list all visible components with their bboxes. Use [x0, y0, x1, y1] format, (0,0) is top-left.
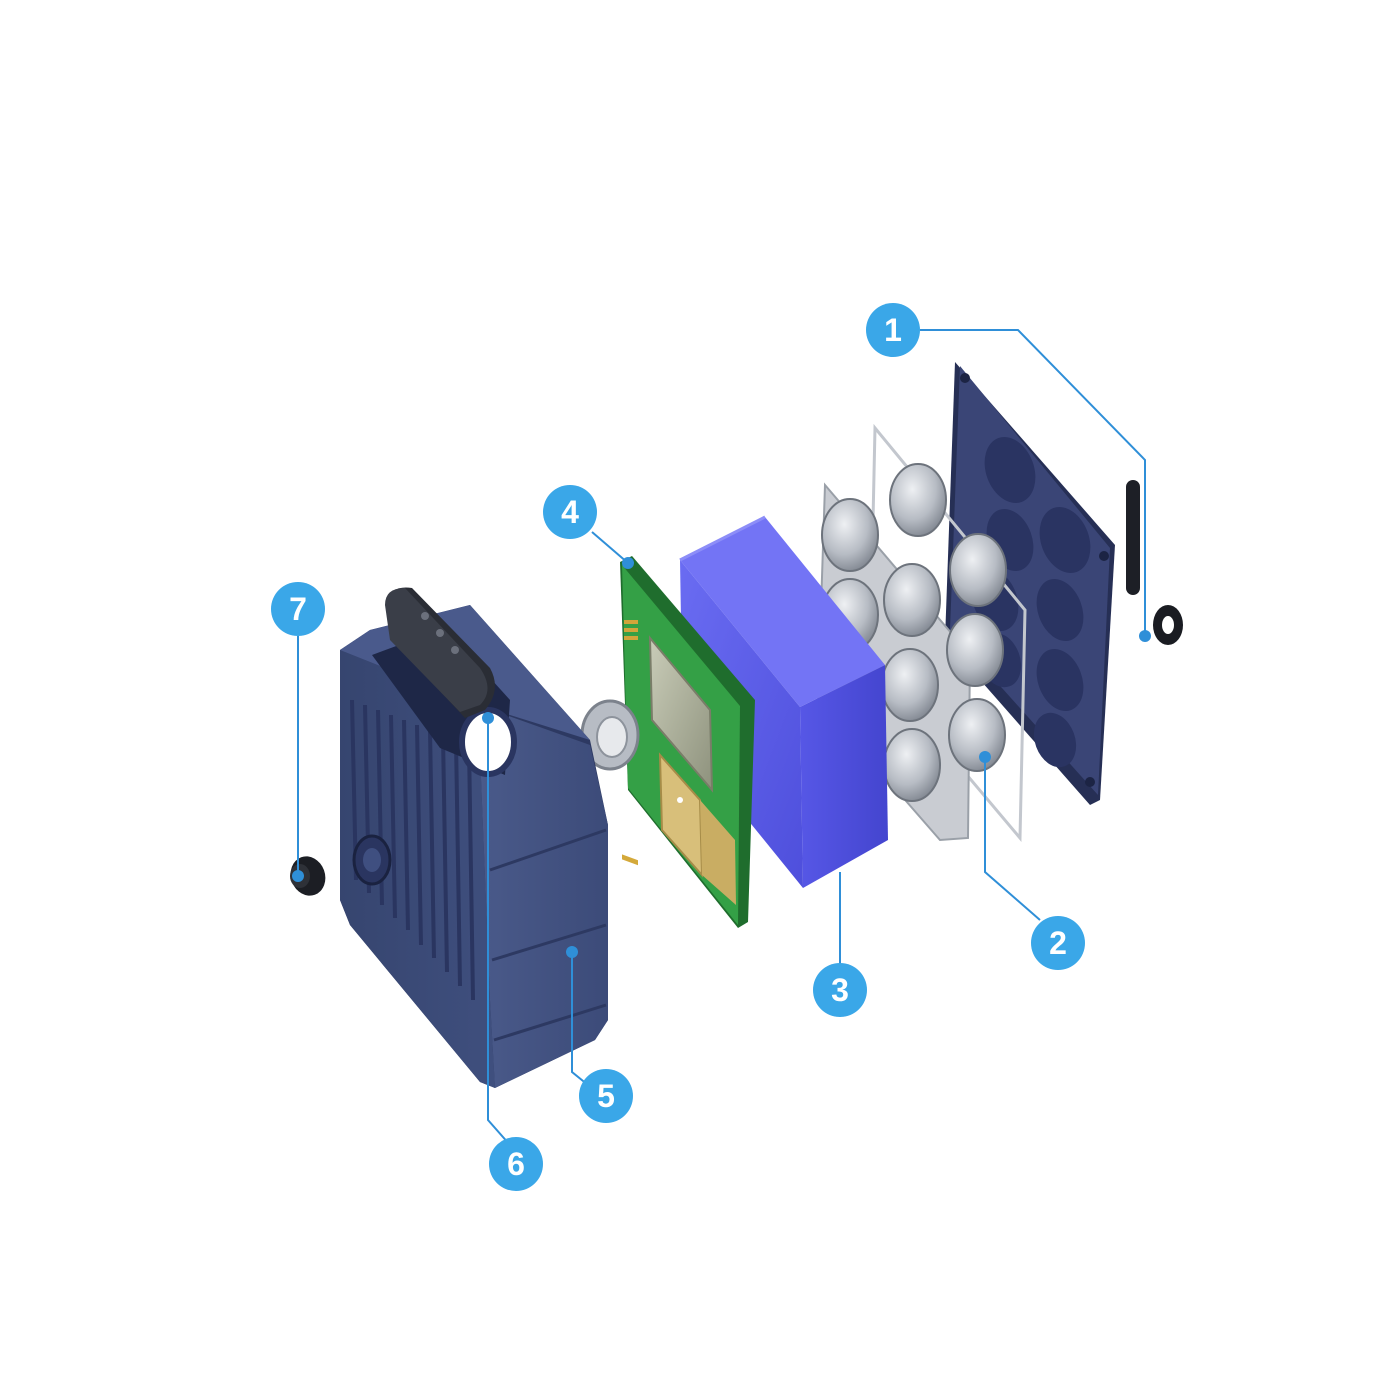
leader-line-5	[571, 952, 589, 1086]
svg-text:4: 4	[561, 494, 579, 530]
pcb-board	[620, 556, 755, 928]
svg-text:3: 3	[831, 972, 849, 1008]
svg-text:1: 1	[884, 312, 902, 348]
svg-text:2: 2	[1049, 925, 1067, 961]
rubber-seal-strip	[1126, 480, 1140, 595]
callout-6: 6	[489, 1137, 543, 1191]
callout-4: 4	[543, 485, 597, 539]
leader-line-6	[487, 718, 511, 1146]
svg-text:5: 5	[597, 1078, 615, 1114]
callout-2: 2	[1031, 916, 1085, 970]
leader-dots	[292, 557, 1151, 958]
svg-text:6: 6	[507, 1146, 525, 1182]
svg-text:7: 7	[289, 591, 307, 627]
rubber-cap	[385, 587, 495, 718]
leader-line-2	[984, 757, 1041, 921]
callout-3: 3	[813, 963, 867, 1017]
washer-ring	[1153, 605, 1183, 645]
callout-5: 5	[579, 1069, 633, 1123]
usb-port-ring	[580, 699, 640, 771]
leader-line-4	[591, 531, 629, 564]
housing-button	[352, 834, 392, 886]
leader-lines	[297, 329, 1146, 1146]
callout-7: 7	[271, 582, 325, 636]
callout-1: 1	[866, 303, 920, 357]
pcb-connector-pins	[624, 620, 638, 640]
leader-line-1	[920, 329, 1146, 636]
